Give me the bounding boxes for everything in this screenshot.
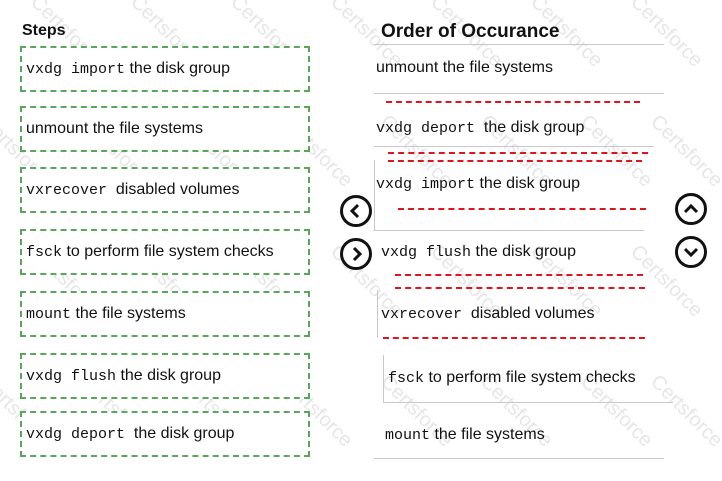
move-down-button[interactable] — [675, 236, 707, 268]
command-code: vxdg flush — [26, 367, 117, 385]
order-item[interactable]: fsck to perform file system checks — [388, 369, 636, 387]
step-text: the disk group — [125, 425, 235, 442]
drop-indicator — [388, 160, 642, 162]
order-text: disabled volumes — [462, 305, 595, 322]
command-code: fsck — [388, 370, 425, 387]
command-code: vxrecover — [381, 306, 463, 323]
divider — [374, 146, 654, 147]
step-item[interactable]: mount the file systems — [20, 291, 310, 337]
command-code: vxdg import — [376, 176, 476, 193]
command-code: vxdg flush — [381, 244, 472, 261]
step-item[interactable]: vxdg deport the disk group — [20, 411, 310, 457]
order-item[interactable]: vxdg import the disk group — [376, 175, 580, 193]
order-item[interactable]: vxdg deport the disk group — [376, 119, 584, 137]
order-header: Order of Occurance — [381, 21, 560, 42]
steps-header: Steps — [22, 22, 66, 39]
divider — [374, 458, 664, 459]
divider — [383, 402, 673, 403]
order-text: the disk group — [475, 175, 580, 192]
order-text: the file systems — [430, 426, 545, 443]
drop-indicator — [395, 287, 645, 289]
step-text: the disk group — [125, 60, 230, 77]
drop-indicator — [386, 101, 640, 103]
chevron-up-icon — [683, 203, 699, 214]
watermark-text: Certsforce — [646, 370, 722, 452]
move-right-button[interactable] — [340, 238, 372, 270]
order-item[interactable]: vxrecover disabled volumes — [381, 305, 595, 323]
move-up-button[interactable] — [675, 193, 707, 225]
watermark-text: Certsforce — [646, 110, 722, 192]
drop-indicator — [398, 208, 646, 210]
order-text: to perform file system checks — [424, 369, 636, 386]
step-item[interactable]: unmount the file systems — [20, 106, 310, 152]
command-code: mount — [26, 305, 72, 323]
command-code: mount — [385, 427, 431, 444]
divider — [374, 230, 644, 231]
step-item[interactable]: vxrecover disabled volumes — [20, 167, 310, 213]
divider — [377, 290, 378, 338]
step-text: disabled volumes — [107, 181, 240, 198]
command-code: vxdg deport — [376, 120, 476, 137]
drop-indicator — [395, 274, 643, 276]
drop-indicator — [388, 152, 648, 154]
order-item[interactable]: unmount the file systems — [376, 59, 553, 77]
step-item[interactable]: fsck to perform file system checks — [20, 229, 310, 275]
command-code: vxrecover — [26, 181, 108, 199]
step-item[interactable]: vxdg flush the disk group — [20, 353, 310, 399]
chevron-right-icon — [352, 246, 363, 262]
chevron-left-icon — [349, 203, 360, 219]
command-code: fsck — [26, 243, 63, 261]
order-item[interactable]: vxdg flush the disk group — [381, 243, 576, 261]
step-text: the file systems — [71, 305, 186, 322]
order-item[interactable]: mount the file systems — [385, 426, 545, 444]
step-item[interactable]: vxdg import the disk group — [20, 46, 310, 92]
order-text: unmount the file systems — [376, 59, 553, 76]
drop-indicator — [383, 337, 645, 339]
divider — [374, 93, 664, 94]
move-left-button[interactable] — [340, 195, 372, 227]
command-code: vxdg import — [26, 60, 126, 78]
divider — [374, 160, 375, 230]
order-text: the disk group — [471, 243, 576, 260]
step-text: to perform file system checks — [62, 243, 274, 260]
chevron-down-icon — [683, 247, 699, 258]
order-text: the disk group — [475, 119, 585, 136]
step-text: unmount the file systems — [26, 120, 203, 137]
step-text: the disk group — [116, 367, 221, 384]
divider — [374, 44, 664, 45]
divider — [383, 355, 384, 403]
command-code: vxdg deport — [26, 425, 126, 443]
watermark-text: Certsforce — [626, 0, 707, 72]
